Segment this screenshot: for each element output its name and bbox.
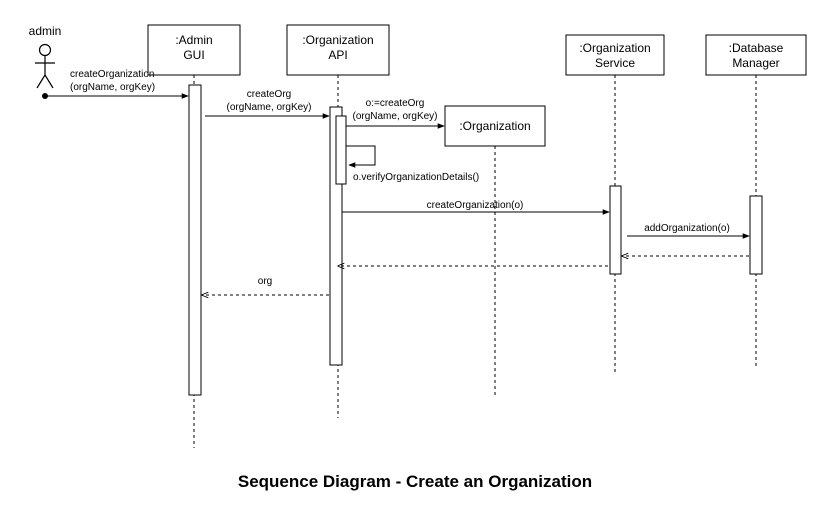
message-label: createOrg: [247, 89, 291, 100]
return-org: org: [202, 276, 329, 295]
message-add-organization: addOrganization(o): [627, 223, 750, 239]
message-label: o.verifyOrganizationDetails(): [353, 172, 479, 183]
message-label: (orgName, orgKey): [226, 102, 311, 113]
message-label: (orgName, orgKey): [70, 82, 155, 93]
participant-label: API: [328, 48, 347, 62]
participant-admin-gui: :Admin GUI: [147, 24, 241, 76]
participant-organization-service: :Organization Service: [565, 34, 665, 76]
message-create-organization: createOrganization (orgName, orgKey): [42, 69, 189, 99]
admin-actor: admin: [29, 24, 62, 89]
activation-organization-api-nested: [335, 115, 347, 185]
participant-label: :Admin: [175, 33, 212, 47]
participant-organization: :Organization: [444, 105, 546, 147]
message-create-org: createOrg (orgName, orgKey): [205, 89, 330, 119]
stick-figure-icon: [35, 43, 55, 89]
diagram-title: Sequence Diagram - Create an Organizatio…: [238, 472, 592, 491]
message-create-organization-object: o:=createOrg (orgName, orgKey): [346, 98, 445, 129]
activation-admin-gui: [188, 84, 202, 396]
participant-label: :Organization: [459, 119, 530, 133]
activation-database-manager: [749, 195, 763, 275]
message-verify-organization-details: o.verifyOrganizationDetails(): [346, 145, 479, 183]
message-label: createOrganization(o): [427, 200, 524, 211]
message-label: o:=createOrg: [366, 98, 425, 109]
participant-label: :Organization: [302, 33, 373, 47]
participant-label: GUI: [183, 48, 204, 62]
message-label: (orgName, orgKey): [352, 111, 437, 122]
participant-label: Service: [595, 56, 635, 70]
message-label: org: [258, 276, 272, 287]
message-label: addOrganization(o): [644, 223, 730, 234]
activation-organization-service: [609, 185, 622, 275]
participant-label: :Organization: [579, 41, 650, 55]
actor-label: admin: [29, 24, 62, 38]
participant-database-manager: :Database Manager: [705, 34, 807, 76]
participant-label: :Database: [729, 41, 784, 55]
message-create-organization-o: createOrganization(o): [342, 200, 610, 215]
participant-label: Manager: [732, 56, 779, 70]
participant-organization-api: :Organization API: [286, 24, 390, 76]
message-label: createOrganization: [70, 69, 155, 80]
